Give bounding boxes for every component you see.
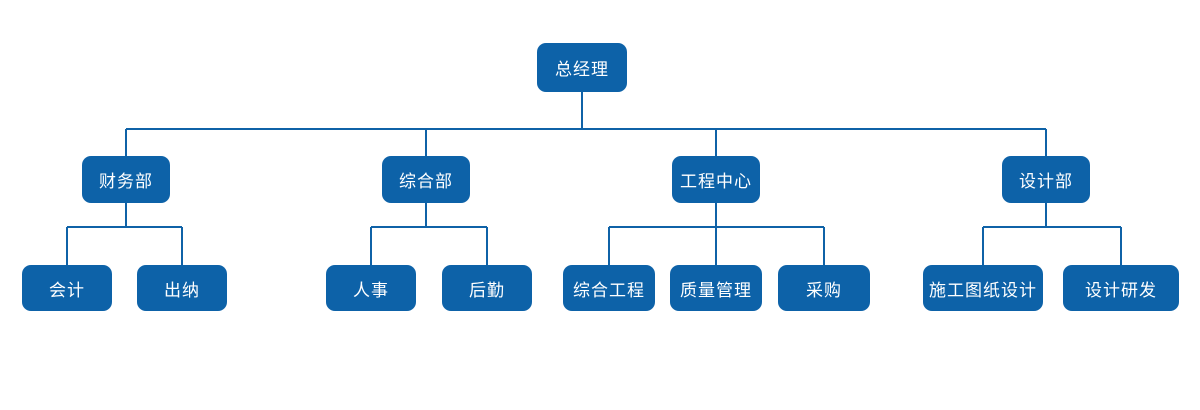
node-finance-dept: 财务部: [82, 156, 170, 203]
node-quality-management: 质量管理: [670, 265, 762, 311]
node-general-affairs-dept: 综合部: [382, 156, 470, 203]
connector-root-branch: [125, 92, 1047, 156]
node-general-engineering: 综合工程: [563, 265, 655, 311]
node-construction-drawing-design: 施工图纸设计: [923, 265, 1043, 311]
connector-engineering-branch: [608, 203, 825, 265]
connector-finance-branch: [66, 203, 183, 265]
node-general-manager: 总经理: [537, 43, 627, 92]
node-logistics: 后勤: [442, 265, 532, 311]
node-hr: 人事: [326, 265, 416, 311]
node-cashier: 出纳: [137, 265, 227, 311]
connector-design-branch: [982, 203, 1122, 265]
node-engineering-center: 工程中心: [672, 156, 760, 203]
node-design-rnd: 设计研发: [1063, 265, 1179, 311]
node-design-dept: 设计部: [1002, 156, 1090, 203]
node-procurement: 采购: [778, 265, 870, 311]
node-accounting: 会计: [22, 265, 112, 311]
connector-general-branch: [370, 203, 488, 265]
